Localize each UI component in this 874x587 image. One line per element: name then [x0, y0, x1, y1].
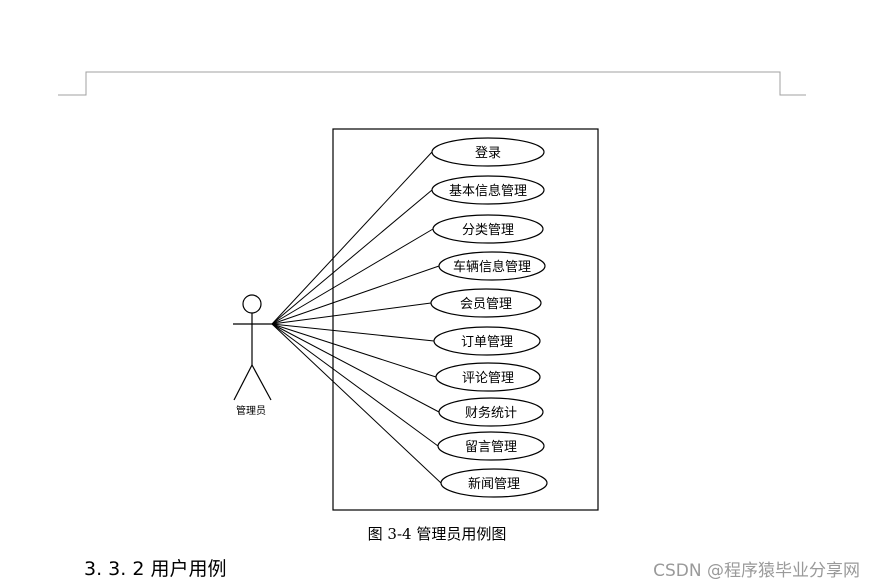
use-case-ellipse: [430, 288, 542, 318]
section-heading: 3. 3. 2 用户用例: [84, 558, 227, 580]
actor-admin: 管理员: [233, 294, 272, 417]
use-case-diagram: 管理员 登录基本信息管理分类管理车辆信息管理会员管理订单管理评论管理财务统计留言…: [233, 128, 599, 511]
use-case-label: 车辆信息管理: [453, 259, 531, 275]
actor-label: 管理员: [236, 404, 266, 417]
use-case-ellipse: [437, 431, 545, 461]
use-case: 登录: [431, 137, 545, 167]
use-case: 会员管理: [430, 288, 542, 318]
use-case-ellipse: [432, 214, 544, 244]
watermark: CSDN @程序猿毕业分享网: [653, 561, 860, 581]
use-case-label: 分类管理: [462, 223, 514, 238]
association-line: [271, 323, 437, 378]
use-case-ellipse: [433, 326, 541, 356]
use-case-ellipse: [438, 251, 546, 281]
figure-caption: 图 3-4 管理员用例图: [367, 525, 507, 543]
use-case-label: 基本信息管理: [449, 183, 527, 199]
use-case-list: 登录基本信息管理分类管理车辆信息管理会员管理订单管理评论管理财务统计留言管理新闻…: [430, 137, 548, 498]
association-line: [271, 228, 434, 325]
use-case-label: 评论管理: [462, 371, 514, 386]
use-case-label: 会员管理: [460, 297, 512, 312]
use-case: 订单管理: [433, 326, 541, 356]
use-case-label: 财务统计: [465, 405, 517, 421]
use-case: 车辆信息管理: [438, 251, 546, 281]
use-case: 分类管理: [432, 214, 544, 244]
actor-right-leg: [251, 364, 272, 401]
use-case-ellipse: [431, 137, 545, 167]
use-case-label: 新闻管理: [468, 476, 520, 492]
use-case-ellipse: [440, 468, 548, 498]
association-line: [271, 323, 440, 413]
use-case-label: 订单管理: [461, 335, 513, 350]
use-case: 新闻管理: [440, 468, 548, 498]
use-case-ellipse: [438, 397, 544, 427]
association-lines: [271, 151, 442, 484]
association-line: [271, 265, 440, 325]
association-line: [271, 189, 433, 325]
use-case: 留言管理: [437, 431, 545, 461]
use-case-label: 留言管理: [465, 440, 517, 455]
association-line: [271, 323, 439, 447]
actor-left-leg: [233, 364, 253, 401]
association-line: [271, 323, 435, 342]
use-case-label: 登录: [475, 146, 501, 161]
use-case-ellipse: [431, 175, 545, 205]
association-line: [271, 151, 433, 325]
actor-head: [242, 294, 262, 314]
association-line: [271, 323, 442, 484]
association-line: [271, 302, 432, 325]
use-case-ellipse: [435, 362, 541, 392]
system-boundary: [332, 128, 599, 511]
use-case: 评论管理: [435, 362, 541, 392]
use-case: 基本信息管理: [431, 175, 545, 205]
use-case: 财务统计: [438, 397, 544, 427]
